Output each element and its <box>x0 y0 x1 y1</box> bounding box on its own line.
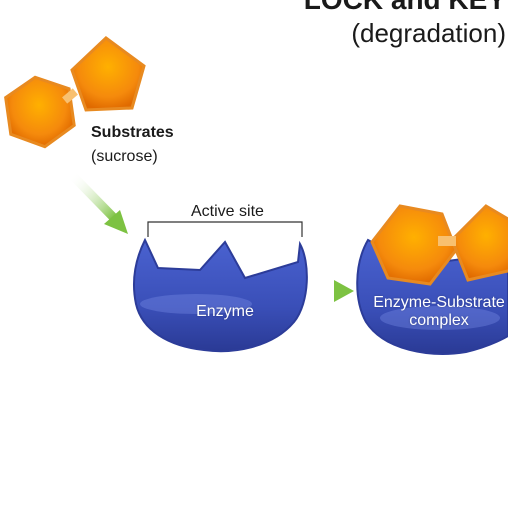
complex-bond <box>438 236 456 246</box>
substrate-bond <box>62 88 78 104</box>
complex-hexagon <box>370 204 458 286</box>
enzyme-highlight <box>140 294 252 314</box>
complex-label-line2: complex <box>409 312 469 329</box>
complex-pentagon <box>450 204 508 282</box>
arrow-to-enzyme <box>68 171 128 234</box>
active-site-bracket <box>147 221 303 237</box>
arrow-to-complex <box>312 280 354 302</box>
complex-label-line1: Enzyme-Substrate <box>373 294 505 311</box>
diagram-title: LOCK and KEY (degradation) <box>304 0 506 46</box>
substrates-label: Substrates <box>91 124 174 141</box>
enzyme-label: Enzyme <box>196 303 254 320</box>
substrate-pentagon <box>70 36 146 112</box>
complex-label: Enzyme-Substrate complex <box>364 294 508 330</box>
substrate-hexagon <box>4 75 76 149</box>
title-sub: (degradation) <box>351 18 506 48</box>
enzyme-substrate-complex <box>356 204 508 355</box>
substrate-molecule <box>4 36 146 149</box>
enzyme-shape <box>133 237 308 353</box>
active-site-label: Active site <box>191 203 264 220</box>
title-main: LOCK and KEY <box>304 0 506 14</box>
complex-highlight <box>380 306 500 330</box>
substrates-sublabel: (sucrose) <box>91 148 158 165</box>
